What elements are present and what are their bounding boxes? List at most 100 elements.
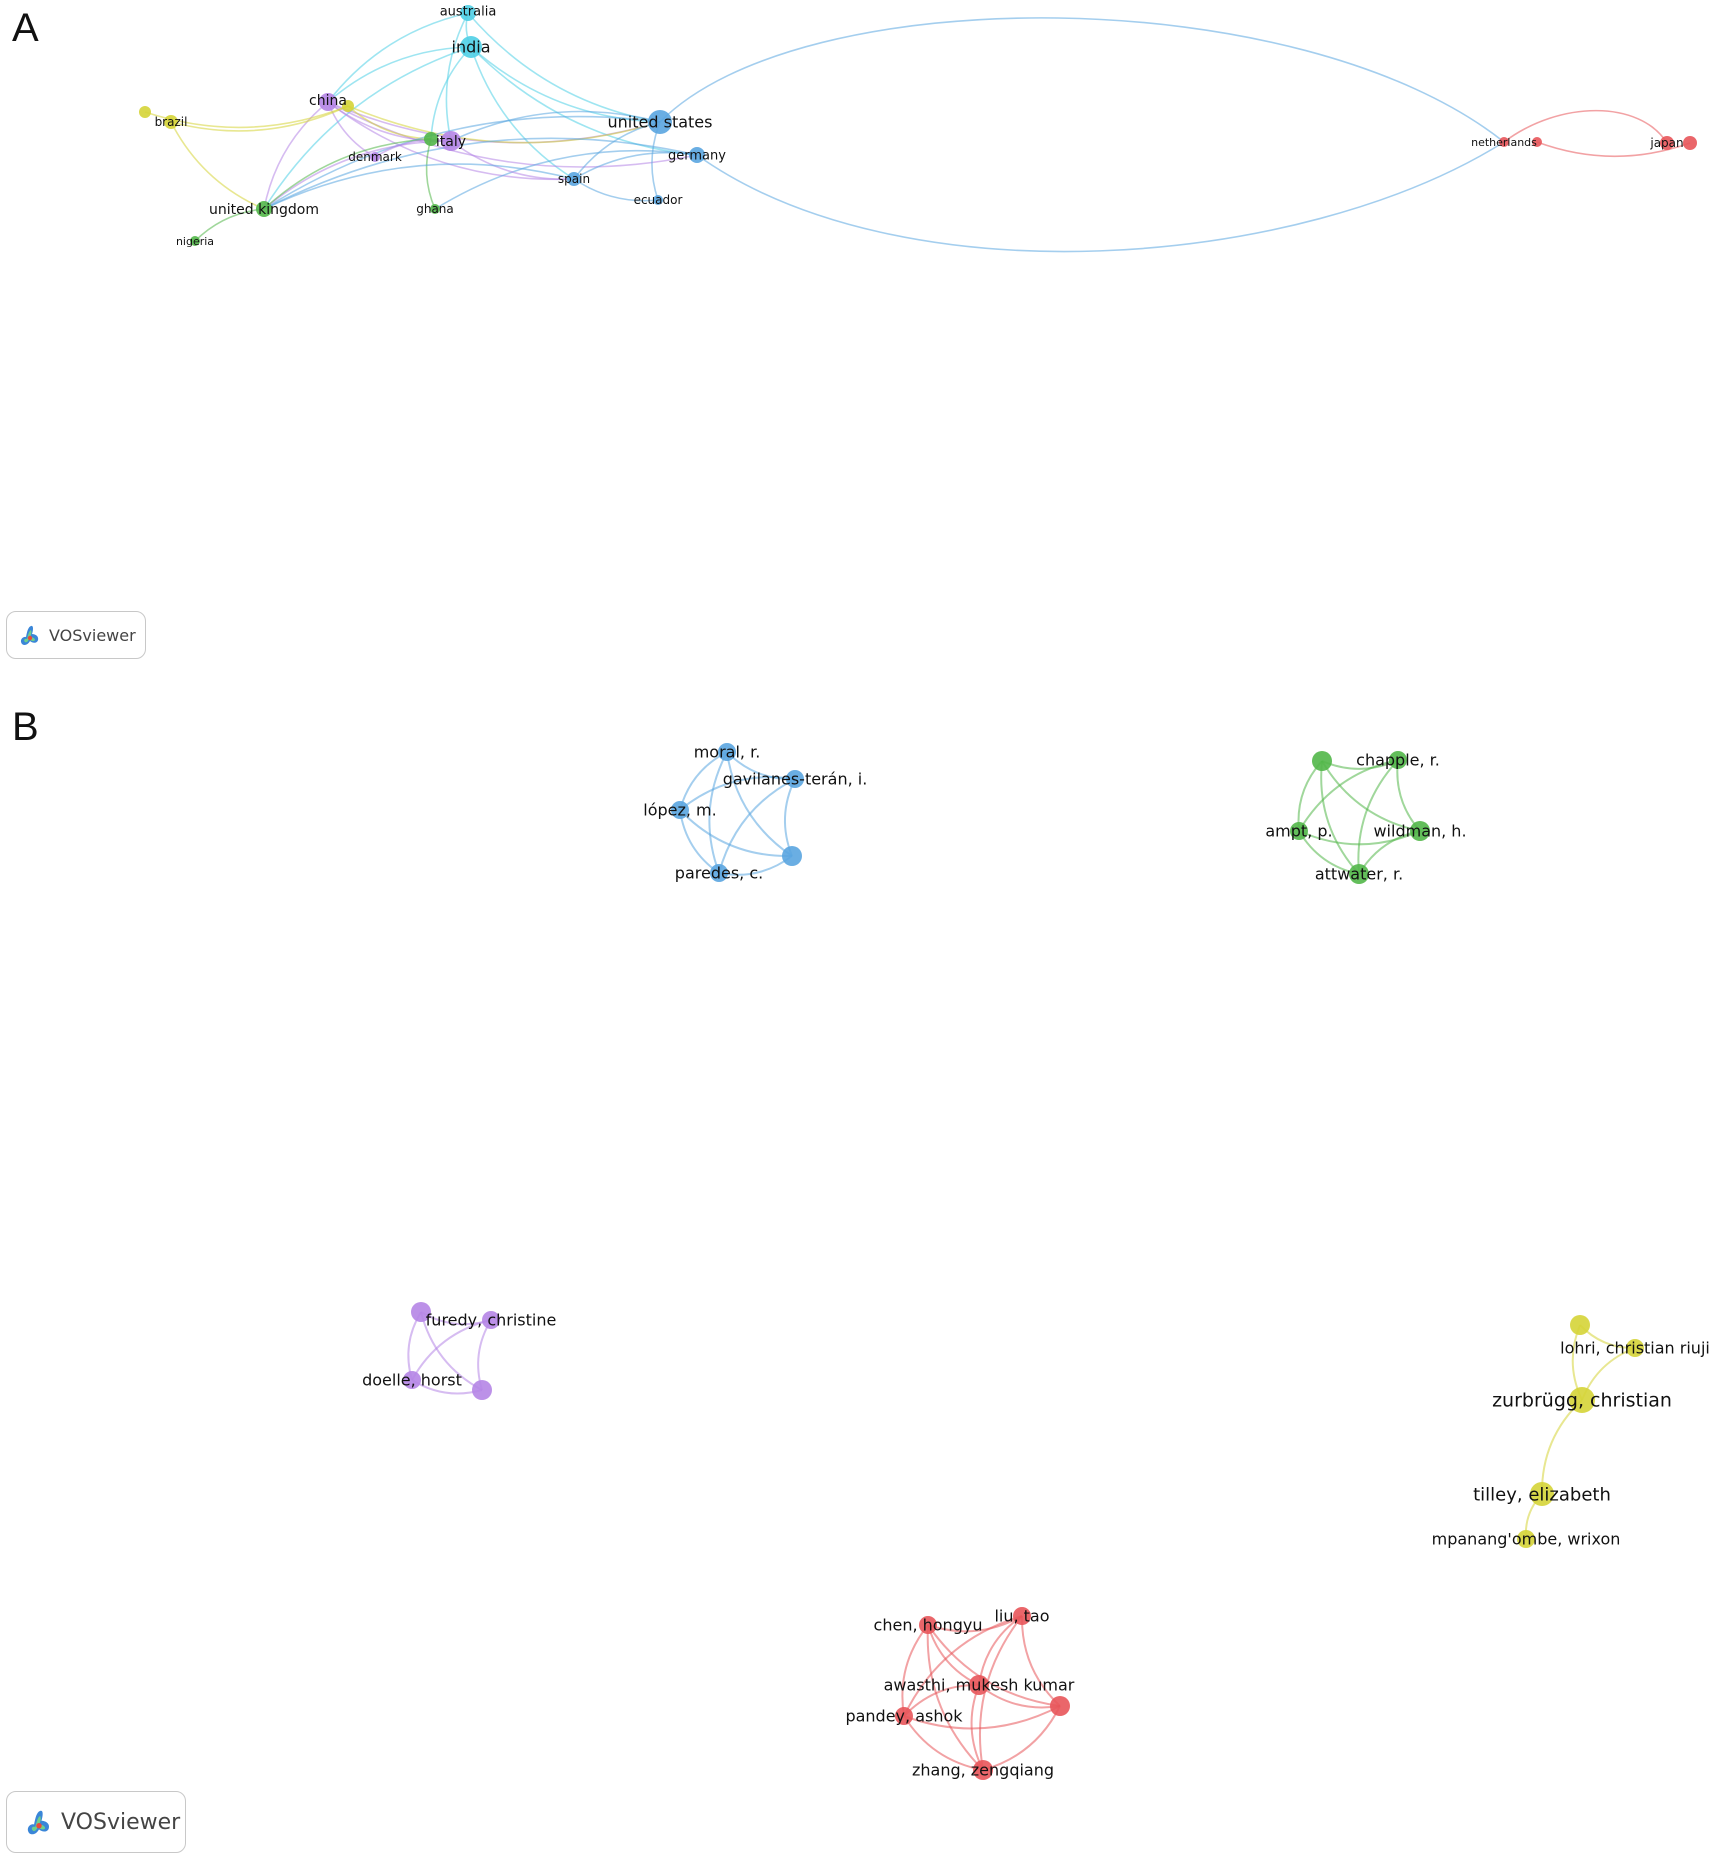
link-b-lopez-blue5 — [679, 809, 793, 858]
link-b-gavilanes-blue5 — [784, 778, 796, 857]
label-b-zhang: zhang, zengqiang — [912, 1761, 1054, 1780]
link-b-purple1-purple4 — [420, 1311, 483, 1391]
node-a-china — [319, 93, 337, 111]
label-b-gavilanes: gavilanes-terán, i. — [723, 770, 868, 789]
node-b-zhang — [973, 1760, 993, 1780]
label-a-india: india — [452, 38, 491, 57]
link-b-furedy-doelle — [411, 1319, 492, 1381]
link-a-united-states-united-kingdom — [263, 115, 661, 210]
link-b-chapple-ampt — [1298, 759, 1399, 832]
node-a-ecuador — [653, 195, 663, 205]
link-b-pandey-zhang — [903, 1715, 984, 1771]
link-a-united-states-italy — [450, 110, 661, 142]
link-a-china-spain — [327, 101, 575, 181]
panel-b-letter: B — [12, 705, 39, 749]
node-b-ampt — [1290, 822, 1308, 840]
node-a-japan2 — [1683, 136, 1697, 150]
label-a-united-states: united states — [608, 113, 713, 132]
node-a-netherlands — [1499, 137, 1509, 147]
link-a-united-states-netherlands — [659, 17, 1505, 143]
link-b-zhang-red6 — [982, 1705, 1061, 1771]
label-a-ecuador: ecuador — [634, 193, 683, 207]
label-b-zurbrugg: zurbrügg, christian — [1492, 1390, 1672, 1412]
node-b-tilley — [1530, 1482, 1554, 1506]
node-b-doelle — [403, 1371, 421, 1389]
node-b-red6 — [1050, 1696, 1070, 1716]
label-a-australia: australia — [440, 5, 497, 20]
node-b-yellow1 — [1570, 1315, 1590, 1335]
label-a-japan: japan — [1649, 136, 1683, 150]
node-a-united-kingdom — [256, 201, 272, 217]
link-a-china2-united-states — [347, 105, 661, 144]
vosviewer-badge-b: VOSviewer — [6, 1791, 186, 1853]
link-b-green1-ampt — [1297, 760, 1323, 832]
node-b-purple1 — [411, 1302, 431, 1322]
node-b-paredes — [710, 864, 728, 882]
link-b-green1-wildman — [1321, 760, 1421, 832]
label-b-moral: moral, r. — [694, 743, 761, 762]
vosviewer-badge-a: VOSviewer — [6, 611, 146, 659]
label-b-chapple: chapple, r. — [1356, 751, 1440, 770]
node-a-germany — [689, 147, 705, 163]
node-b-blue5 — [782, 846, 802, 866]
link-b-chapple-wildman — [1396, 759, 1421, 832]
label-a-brazil: brazil — [155, 115, 188, 129]
link-a-germany-united-kingdom — [263, 137, 698, 210]
node-a-china2 — [342, 100, 354, 112]
link-a-brazil-united-kingdom — [170, 121, 265, 210]
label-b-tilley: tilley, elizabeth — [1473, 1484, 1611, 1505]
panel-a-letter: A — [12, 6, 39, 50]
link-a-australia-china — [327, 12, 469, 103]
link-a-italy-spain — [450, 140, 575, 181]
node-b-pandey — [895, 1707, 913, 1725]
node-a-ghana — [430, 204, 440, 214]
link-b-gavilanes-paredes — [718, 778, 796, 874]
vosviewer-logo-text: VOSviewer — [49, 625, 136, 645]
label-b-lohri: lohri, christian riuji — [1560, 1339, 1710, 1358]
link-b-pandey-red6 — [903, 1705, 1061, 1730]
network-a-country-map: australia india china brazil united states ge… — [139, 5, 1697, 253]
node-a-nigeria — [190, 236, 200, 246]
link-a-australia-italy — [445, 12, 469, 142]
vosviewer-logo-icon — [20, 625, 39, 645]
label-b-lopez: lópez, m. — [643, 801, 716, 820]
link-b-ampt-wildman — [1298, 830, 1421, 846]
node-b-mpanang — [1517, 1530, 1535, 1548]
node-b-liu — [1013, 1607, 1031, 1625]
node-b-furedy — [482, 1311, 500, 1329]
link-b-gavilanes-lopez — [679, 776, 796, 811]
node-b-chen — [919, 1616, 937, 1634]
link-b-chen-pandey — [901, 1624, 929, 1717]
node-a-italy2 — [424, 132, 438, 146]
link-a-india-china — [327, 46, 472, 103]
link-b-zurbrugg-tilley — [1540, 1399, 1583, 1495]
nodes-b — [403, 743, 1644, 1780]
node-a-denmark — [370, 152, 380, 162]
node-a-brazil — [164, 115, 178, 129]
label-a-denmark: denmark — [348, 150, 402, 164]
link-b-liu-red6 — [1020, 1615, 1061, 1707]
label-a-germany: germany — [668, 149, 726, 164]
node-a-brazil2 — [139, 106, 151, 118]
link-a-netherlands2-japan2 — [1536, 141, 1691, 158]
node-a-united-states — [648, 110, 672, 134]
link-b-moral-paredes — [708, 751, 728, 874]
label-b-pandey: pandey, ashok — [845, 1707, 963, 1726]
label-b-wildman: wildman, h. — [1373, 822, 1466, 841]
node-a-spain — [567, 172, 581, 186]
link-b-chen-zhang — [926, 1624, 984, 1771]
vosviewer-logo-text: VOSviewer — [61, 1809, 181, 1835]
link-b-moral-blue5 — [726, 751, 793, 857]
vosviewer-logo-icon — [27, 1810, 50, 1835]
node-b-lopez — [671, 801, 689, 819]
links-a — [144, 12, 1691, 253]
nodes-a — [139, 5, 1697, 246]
label-b-furedy: furedy, christine — [426, 1311, 557, 1330]
label-a-spain: spain — [558, 172, 590, 186]
label-a-ghana: ghana — [416, 202, 454, 216]
link-a-spain-united-kingdom — [263, 163, 575, 210]
link-a-china-united-kingdom — [263, 101, 329, 210]
link-b-green1-attwater — [1320, 760, 1360, 875]
label-a-china: china — [309, 93, 347, 109]
link-b-chen-liu — [927, 1615, 1023, 1633]
